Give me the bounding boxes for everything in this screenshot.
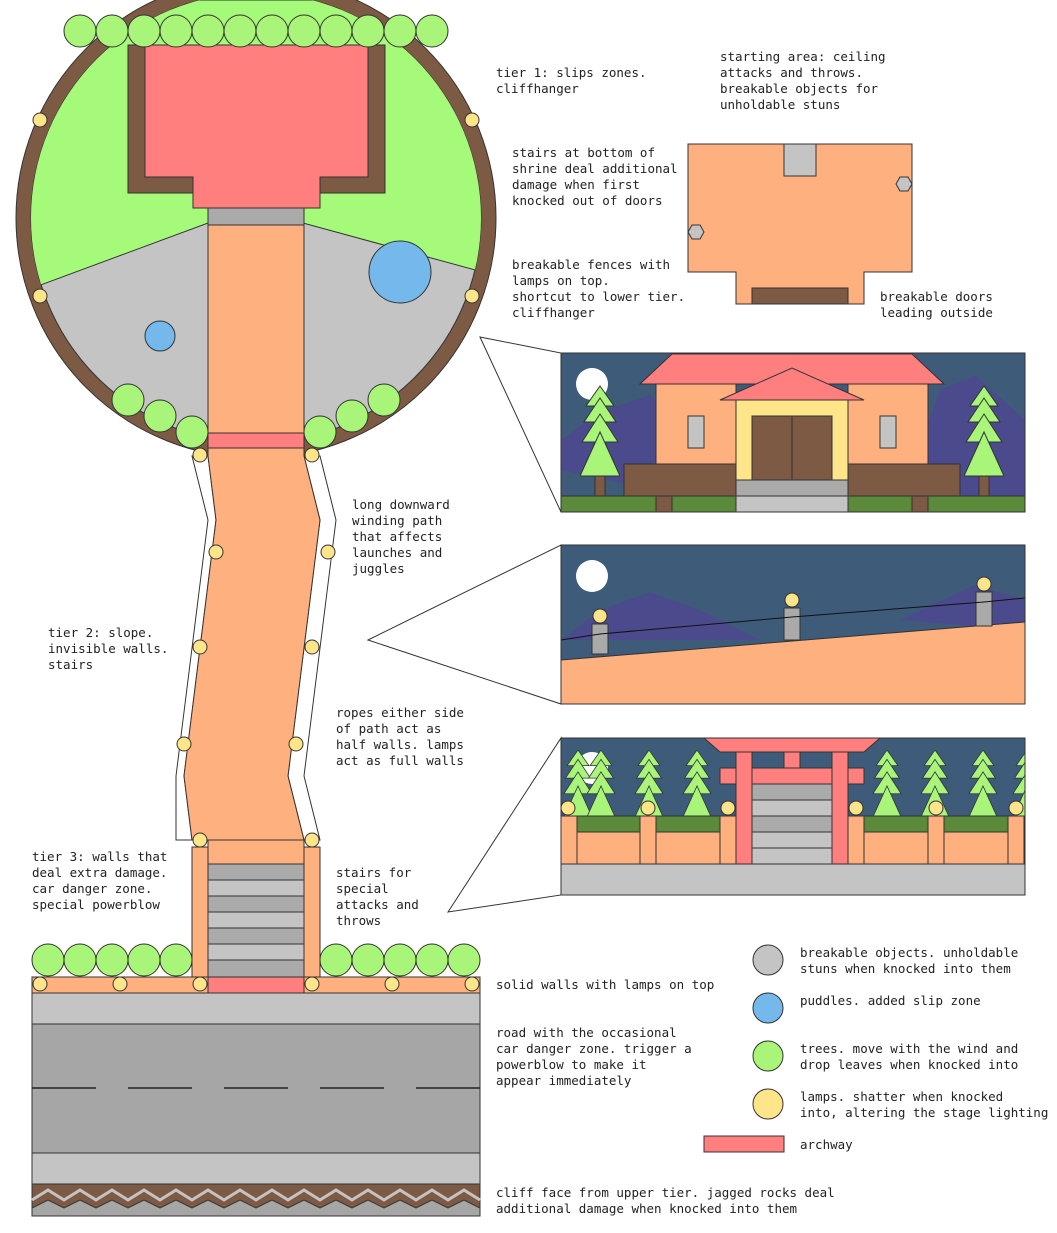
annotation-ropes: ropes either side of path act as half wa… <box>336 705 464 768</box>
annotation-cliff: cliff face from upper tier. jagged rocks… <box>496 1185 835 1216</box>
archway-upper <box>207 432 305 449</box>
gate-panel <box>561 738 1025 895</box>
annotation-fences: breakable fences with lamps on top. shor… <box>512 257 686 320</box>
annotation-tier-3: tier 3: walls that deal extra damage. ca… <box>32 849 168 912</box>
sidewalk-bottom <box>31 1152 481 1185</box>
tier-3-wall-left <box>191 846 209 978</box>
breakable-object-icon <box>752 944 784 976</box>
shrine-building <box>144 44 369 209</box>
sidewalk-top <box>31 992 481 1025</box>
puddle-icon <box>752 992 784 1024</box>
lamp-icon <box>32 976 480 992</box>
shrine-stairs <box>207 207 305 226</box>
puddle-icon <box>368 240 432 304</box>
annotation-road: road with the occasional car danger zone… <box>496 1025 692 1088</box>
tier-3-wall-right <box>303 846 321 978</box>
tier-1-path <box>207 224 305 434</box>
starting-area-room <box>687 143 913 305</box>
legend-puddles: puddles. added slip zone <box>800 993 981 1008</box>
tier-3-path <box>207 839 305 865</box>
legend-archway: archway <box>800 1137 853 1152</box>
slope-panel <box>561 545 1025 704</box>
lamp-icon <box>752 1088 784 1120</box>
legend-lamps: lamps. shatter when knocked into, alteri… <box>800 1089 1049 1120</box>
tree-icon <box>752 1040 784 1072</box>
puddle-icon <box>144 320 176 352</box>
legend-breakable: breakable objects. unholdable stuns when… <box>800 945 1019 976</box>
tree-cluster <box>111 383 401 449</box>
annotation-doors: breakable doors leading outside <box>880 289 993 320</box>
tree-row-top <box>63 14 449 48</box>
annotation-starting-area: starting area: ceiling attacks and throw… <box>720 49 886 112</box>
lamp-icon <box>176 447 336 848</box>
callout-pointer <box>446 736 562 913</box>
annotation-solid-walls: solid walls with lamps on top <box>496 977 715 992</box>
annotation-tier-2: tier 2: slope. invisible walls. stairs <box>48 625 169 672</box>
cliff-face <box>31 1183 481 1217</box>
stair-block <box>783 143 817 177</box>
legend-trees: trees. move with the wind and drop leave… <box>800 1041 1019 1072</box>
breakable-doors <box>751 287 849 305</box>
breakable-object <box>895 176 913 192</box>
shrine-exterior-panel <box>561 353 1025 512</box>
annotation-shrine-stairs: stairs at bottom of shrine deal addition… <box>512 145 678 208</box>
callout-pointer <box>479 336 562 513</box>
lamp-icon <box>32 112 480 304</box>
archway-icon <box>703 1135 785 1153</box>
annotation-tier-1: tier 1: slips zones. cliffhanger <box>496 65 647 96</box>
annotation-stairs-special: stairs for special attacks and throws <box>336 865 419 928</box>
annotation-winding-path: long downward winding path that affects … <box>352 497 450 576</box>
tree-row-bottom <box>31 943 481 977</box>
tier-3-stairs <box>207 863 305 978</box>
archway-lower <box>207 976 305 994</box>
breakable-object <box>687 224 705 240</box>
